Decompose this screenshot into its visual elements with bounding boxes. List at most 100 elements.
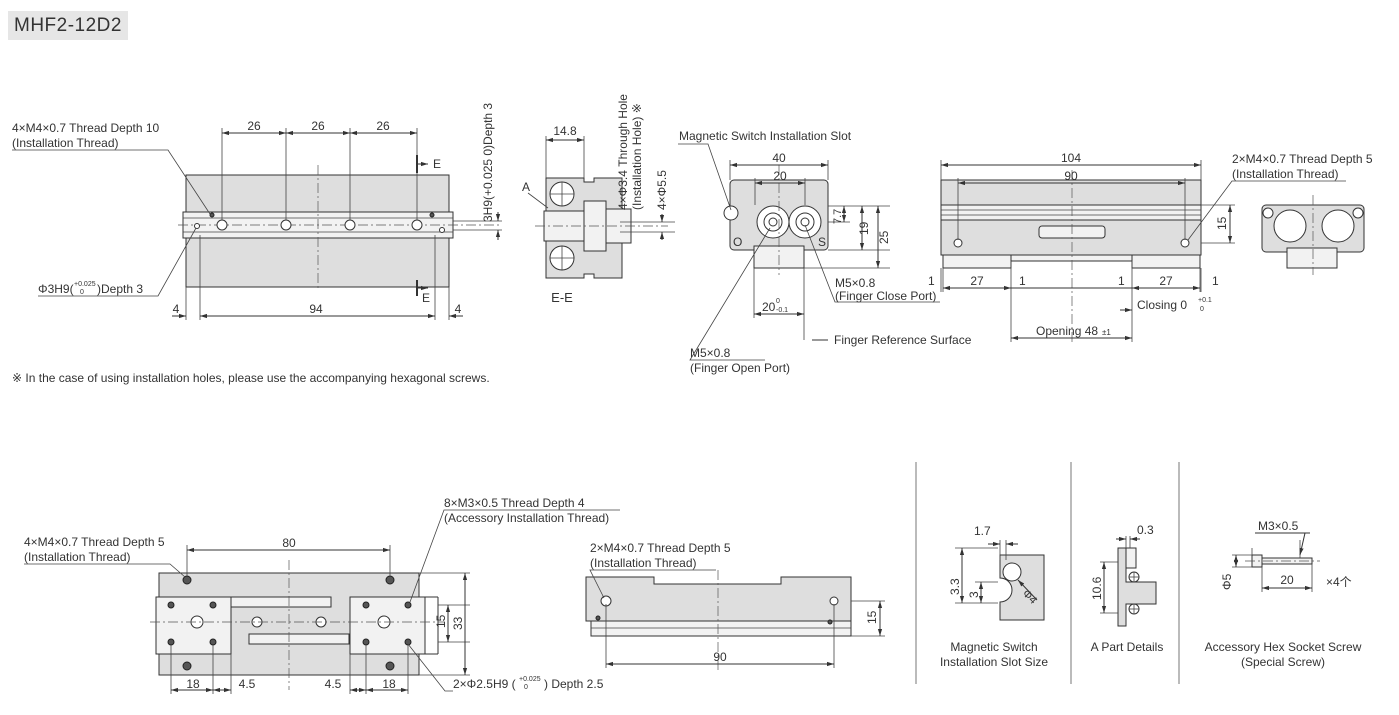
mount-hole <box>411 219 423 231</box>
through-hole-note: 4×Φ3.4 Through Hole <box>616 94 630 210</box>
dim-1: 1 <box>1019 274 1026 288</box>
pin-hole-callout: Φ3H9( <box>38 282 74 296</box>
pin-hole-callout-depth: )Depth 3 <box>97 282 143 296</box>
usage-note: ※ In the case of using installation hole… <box>12 371 490 385</box>
dim-m3: M3×0.5 <box>1258 519 1299 533</box>
dim-40: 40 <box>772 151 786 165</box>
close-port-callout-note: (Finger Close Port) <box>835 289 936 303</box>
front-view: 90 15 2×M4×0.7 Thread Depth 5 (Installat… <box>585 541 885 670</box>
opening-tolerance: ±1 <box>1102 328 1111 337</box>
tolerance-upper: +0.025 <box>74 281 96 288</box>
dim-19: 19 <box>857 221 871 235</box>
side-thread-callout: 2×M4×0.7 Thread Depth 5 <box>1232 152 1373 166</box>
dim-15: 15 <box>434 614 448 628</box>
dim-pitch: 26 <box>311 119 325 133</box>
dim-pitch: 26 <box>247 119 261 133</box>
mount-hole <box>216 219 228 231</box>
section-view-e-e: 14.8 A E-E 4×Φ3.4 Through Hole (Installa… <box>522 94 675 305</box>
bottom-thread-callout-note: (Installation Thread) <box>24 550 131 564</box>
dim-width: 14.8 <box>553 124 577 138</box>
dim-3: 3 <box>967 591 981 598</box>
side-view: 104 90 15 2×M4×0.7 Thread Depth 5 (Insta… <box>928 151 1373 345</box>
pin-hole <box>429 212 435 218</box>
dim-phi5: Φ5 <box>1220 573 1234 590</box>
pin-callout-depth: ) Depth 2.5 <box>544 677 604 691</box>
closing-label: Closing 0 <box>1137 298 1187 312</box>
thread-callout-note: (Installation Thread) <box>12 136 119 150</box>
dim-pitch: 26 <box>376 119 390 133</box>
quantity: ×4个 <box>1326 575 1352 589</box>
dim-80: 80 <box>282 536 296 550</box>
tolerance-upper: +0.1 <box>1198 297 1212 304</box>
tolerance-lower: 0 <box>80 289 84 296</box>
dim-4-5: 4.5 <box>325 677 342 691</box>
switch-slot <box>723 205 739 221</box>
slot-caption-2: Installation Slot Size <box>940 655 1048 669</box>
open-port-callout-note: (Finger Open Port) <box>690 361 790 375</box>
tolerance-lower: 0 <box>1200 306 1204 313</box>
tolerance-lower: -0.1 <box>776 307 788 314</box>
finger-reference-label: Finger Reference Surface <box>834 333 972 347</box>
dim-4-5: 4.5 <box>239 677 256 691</box>
front-body <box>585 576 852 622</box>
dim-1: 1 <box>1212 274 1219 288</box>
detail-hex-screw: M3×0.5 Φ5 20 ×4个 Accessory Hex Socket Sc… <box>1205 519 1362 669</box>
dim-104: 104 <box>1061 151 1081 165</box>
counterbore-note: 4×Φ5.5 <box>655 170 669 210</box>
mount-hole <box>344 219 356 231</box>
dim-27: 27 <box>970 274 984 288</box>
slot-caption: Magnetic Switch <box>950 640 1037 654</box>
dim-7-7: 7.7 <box>832 209 844 224</box>
label-a: A <box>522 180 530 194</box>
end-view: O S 40 20 7.7 19 25 20 0 -0.1 Magnetic S… <box>678 129 972 375</box>
section-mark-e: E <box>433 157 441 171</box>
dim-10-6: 10.6 <box>1090 576 1104 600</box>
section-mark-e: E <box>422 291 430 305</box>
model-title: MHF2-12D2 <box>8 11 128 40</box>
dim-25: 25 <box>877 230 891 244</box>
screw-caption: Accessory Hex Socket Screw <box>1205 640 1362 654</box>
dim-total: 94 <box>309 302 323 316</box>
detail-a-part: 0.3 10.6 A Part Details <box>1090 523 1163 654</box>
m3-thread-callout-note: (Accessory Installation Thread) <box>444 511 609 525</box>
dim-20: 20 <box>1280 573 1294 587</box>
front-thread-callout: 2×M4×0.7 Thread Depth 5 <box>590 541 731 555</box>
pin-hole <box>209 212 215 218</box>
dim-right: 4 <box>455 302 462 316</box>
right-end-view <box>1261 195 1365 275</box>
top-plan-view: 26 26 26 94 4 4 E E 4×M4×0.7 Thread Dept… <box>12 103 502 320</box>
label-o: O <box>733 235 742 249</box>
a-part-caption: A Part Details <box>1091 640 1164 654</box>
thread-callout: 4×M4×0.7 Thread Depth 10 <box>12 121 160 135</box>
dim-1: 1 <box>1118 274 1125 288</box>
pin-callout: 2×Φ2.5H9 ( <box>453 677 516 691</box>
switch-slot-callout: Magnetic Switch Installation Slot <box>679 129 852 143</box>
screw-caption-2: (Special Screw) <box>1241 655 1325 669</box>
dim-20: 20 <box>773 169 787 183</box>
m3-thread-callout: 8×M3×0.5 Thread Depth 4 <box>444 496 585 510</box>
dim-0-3: 0.3 <box>1137 523 1154 537</box>
front-thread-callout-note: (Installation Thread) <box>590 556 697 570</box>
dim-left: 4 <box>173 302 180 316</box>
open-port-callout: M5×0.8 <box>690 346 731 360</box>
vertical-pin-note: 3H9(+0.025 0)Depth 3 <box>481 103 495 222</box>
dim-1: 1 <box>928 274 935 288</box>
close-port-callout: M5×0.8 <box>835 276 876 290</box>
side-thread-callout-note: (Installation Thread) <box>1232 167 1339 181</box>
tolerance-upper: 0 <box>776 298 780 305</box>
label-s: S <box>818 235 826 249</box>
dim-3-3: 3.3 <box>948 578 962 595</box>
mount-hole <box>280 219 292 231</box>
install-hole-note: (Installation Hole) ※ <box>630 103 644 210</box>
dim-18: 18 <box>382 677 396 691</box>
dim-1-7: 1.7 <box>974 524 991 538</box>
detail-slot-size: 1.7 3.3 3 Φ4 Magnetic Switch Installatio… <box>940 524 1048 669</box>
dim-90: 90 <box>713 650 727 664</box>
dim-bottom-20: 20 <box>762 300 776 314</box>
section-caption: E-E <box>551 290 573 305</box>
dim-90: 90 <box>1064 169 1078 183</box>
bottom-thread-callout: 4×M4×0.7 Thread Depth 5 <box>24 535 165 549</box>
dim-15: 15 <box>865 610 879 624</box>
dim-15: 15 <box>1215 216 1229 230</box>
